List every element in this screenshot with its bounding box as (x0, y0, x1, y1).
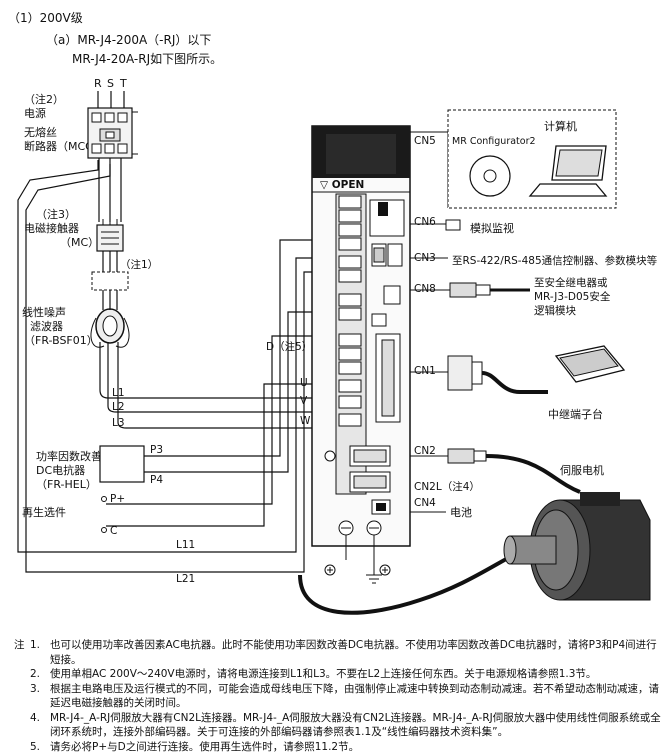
regen-option-label: 再生选件 (22, 505, 66, 519)
note-item: 2.使用单相AC 200V～240V电源时，请将电源连接到L1和L3。不要在L2… (50, 667, 662, 682)
relay-terminal-icon (556, 346, 624, 382)
power-input-lines (98, 91, 124, 110)
cd-disc-icon (470, 156, 510, 196)
cn8-label: CN8 (414, 283, 436, 295)
notes-lead: 注 (14, 638, 25, 653)
phase-r: R (94, 77, 102, 90)
mccb-breaker (88, 108, 138, 158)
notes-list: 1.也可以使用功率改善因素AC电抗器。此时不能使用功率因数改善DC电抗器。不使用… (10, 638, 662, 754)
subheading-b: MR-J4-20A-RJ如下图所示。 (72, 51, 222, 66)
regen-wires (106, 336, 338, 526)
ac-reactor-dashed-box (92, 272, 128, 290)
motor-power-cable (300, 548, 528, 613)
power-note-label: （注2） (24, 92, 64, 106)
cn3-target-label: 至RS-422/RS-485通信控制器、参数模块等 (452, 254, 658, 267)
note-item: 5.请务必将P+与D之间进行连接。使用再生选件时，请参照11.2节。 (50, 740, 662, 754)
terminal-v-label: V (300, 395, 308, 407)
cn6-label: CN6 (414, 216, 436, 228)
contactor-note-label: （注3） (36, 207, 76, 221)
filter-label-1: 线性噪声 (22, 305, 66, 319)
terminal-d-label: D（注5） (266, 340, 312, 353)
filter-label-2: 滤波器 (30, 320, 63, 333)
note-item: 4.MR-J4-_A-RJ伺服放大器有CN2L连接器。MR-J4-_A伺服放大器… (50, 711, 662, 740)
terminal-l3-label: L3 (112, 417, 125, 429)
dc-reactor-box (100, 446, 144, 482)
cn8-target-1: 至安全继电器或 (534, 276, 608, 289)
contactor-abbr: （MC） (60, 236, 99, 249)
regen-terminal-pplus (102, 497, 107, 502)
phase-t: T (119, 77, 127, 90)
cn6-plug (446, 220, 460, 230)
terminal-l2-label: L2 (112, 401, 125, 413)
wiring-diagram: （1）200V级 （a）MR-J4-200A（-RJ）以下 MR-J4-20A-… (0, 0, 670, 636)
reactor-label-1: 功率因数改善 (36, 449, 102, 463)
cn2-plug (448, 449, 486, 463)
cn8-target-2: MR-J3-D05安全 (534, 290, 611, 303)
cn1-label: CN1 (414, 365, 436, 377)
battery-label: 电池 (450, 506, 472, 519)
phase-s: S (107, 77, 114, 90)
mr-configurator-label: MR Configurator2 (452, 136, 536, 147)
servo-motor-label: 伺服电机 (560, 463, 604, 477)
reactor-label-2: DC电抗器 (36, 463, 85, 477)
phase-labels: R S T (94, 77, 127, 90)
analog-monitor-label: 模拟监视 (470, 221, 514, 235)
terminal-p3-label: P3 (150, 444, 163, 456)
cn2-label: CN2 (414, 445, 436, 457)
reactor-label-3: （FR-HEL） (36, 478, 97, 491)
cn1-plug (448, 356, 548, 392)
reactor-wires (144, 240, 338, 472)
terminal-p4-label: P4 (150, 474, 163, 486)
servo-amplifier: ▽ OPEN (312, 126, 410, 546)
note-item: 3.根据主电路电压及运行模式的不同，可能会造成母线电压下降，由强制停止减速中转换… (50, 682, 662, 711)
cn8-plug (450, 283, 530, 297)
notes-section: 注 1.也可以使用功率改善因素AC电抗器。此时不能使用功率因数改善DC电抗器。不… (10, 638, 662, 754)
subheading-a: （a）MR-J4-200A（-RJ）以下 (46, 33, 211, 47)
contactor-label: 电磁接触器 (24, 221, 79, 235)
mccb-label-1: 无熔丝 (24, 125, 57, 139)
terminal-l11-label: L11 (176, 539, 195, 551)
contactor-note-ref: （注1） (120, 258, 158, 271)
terminal-w-label: W (300, 415, 311, 427)
cn8-target-3: 逻辑模块 (534, 304, 576, 317)
relay-terminal-label: 中继端子台 (548, 407, 603, 421)
servo-motor-icon (504, 492, 650, 600)
note-item: 1.也可以使用功率改善因素AC电抗器。此时不能使用功率因数改善DC电抗器。不使用… (50, 638, 662, 667)
power-label: 电源 (24, 106, 46, 120)
terminal-c-label: C (110, 525, 117, 537)
regen-terminal-c (102, 528, 107, 533)
open-label: ▽ OPEN (320, 179, 364, 191)
terminal-l21-label: L21 (176, 573, 195, 585)
magnetic-contactor (97, 219, 123, 251)
cn4-label: CN4 (414, 497, 436, 509)
filter-label-3: （FR-BSF01） (24, 334, 98, 347)
section-heading: （1）200V级 (8, 11, 83, 25)
cn2l-label: CN2L（注4） (414, 480, 480, 493)
computer-label: 计算机 (544, 119, 577, 133)
terminal-l1-label: L1 (112, 387, 125, 399)
terminal-u-label: U (300, 377, 308, 389)
cn5-label: CN5 (414, 135, 436, 147)
terminal-pplus-label: P+ (110, 493, 125, 505)
